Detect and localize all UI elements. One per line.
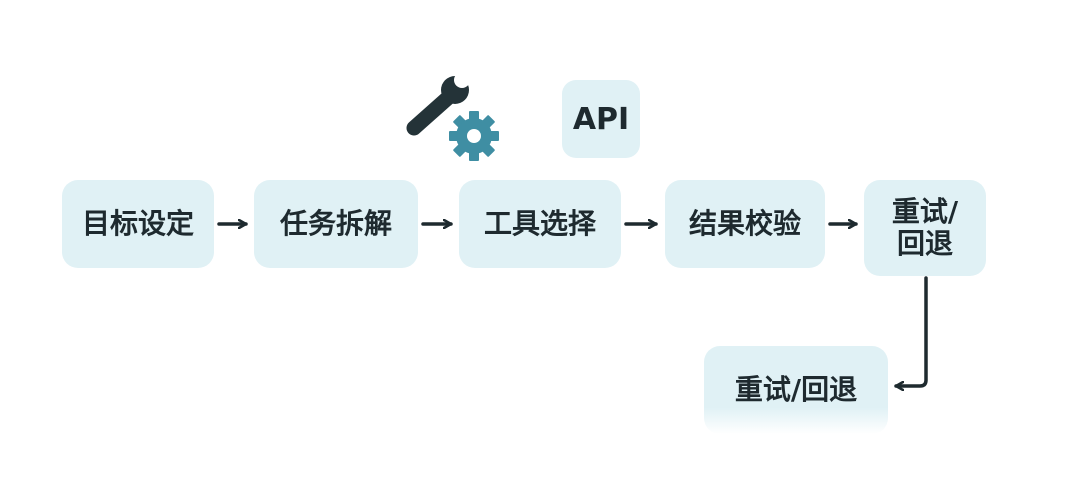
step-retry-rollback: 重试/回退 bbox=[864, 180, 986, 276]
step-result-validation: 结果校验 bbox=[665, 180, 825, 268]
branch-retry-rollback: 重试/回退 bbox=[704, 346, 888, 434]
api-badge-label: API bbox=[572, 101, 630, 137]
branch-label: 重试/回退 bbox=[734, 372, 858, 406]
wrench-icon bbox=[406, 72, 470, 136]
gear-icon bbox=[449, 111, 499, 161]
step-tool-selection: 工具选择 bbox=[459, 180, 621, 268]
step-task-decomposition: 任务拆解 bbox=[254, 180, 418, 268]
step-label: 工具选择 bbox=[483, 206, 596, 240]
step-goal-setting: 目标设定 bbox=[62, 180, 214, 268]
api-badge: API bbox=[562, 80, 640, 158]
step-label: 结果校验 bbox=[688, 206, 801, 240]
step-label: 目标设定 bbox=[81, 206, 194, 240]
step-label: 任务拆解 bbox=[279, 206, 392, 240]
step-label: 重试/回退 bbox=[891, 194, 959, 260]
arrow-5-to-branch bbox=[894, 276, 928, 386]
wrench-gear-icon bbox=[406, 72, 499, 161]
